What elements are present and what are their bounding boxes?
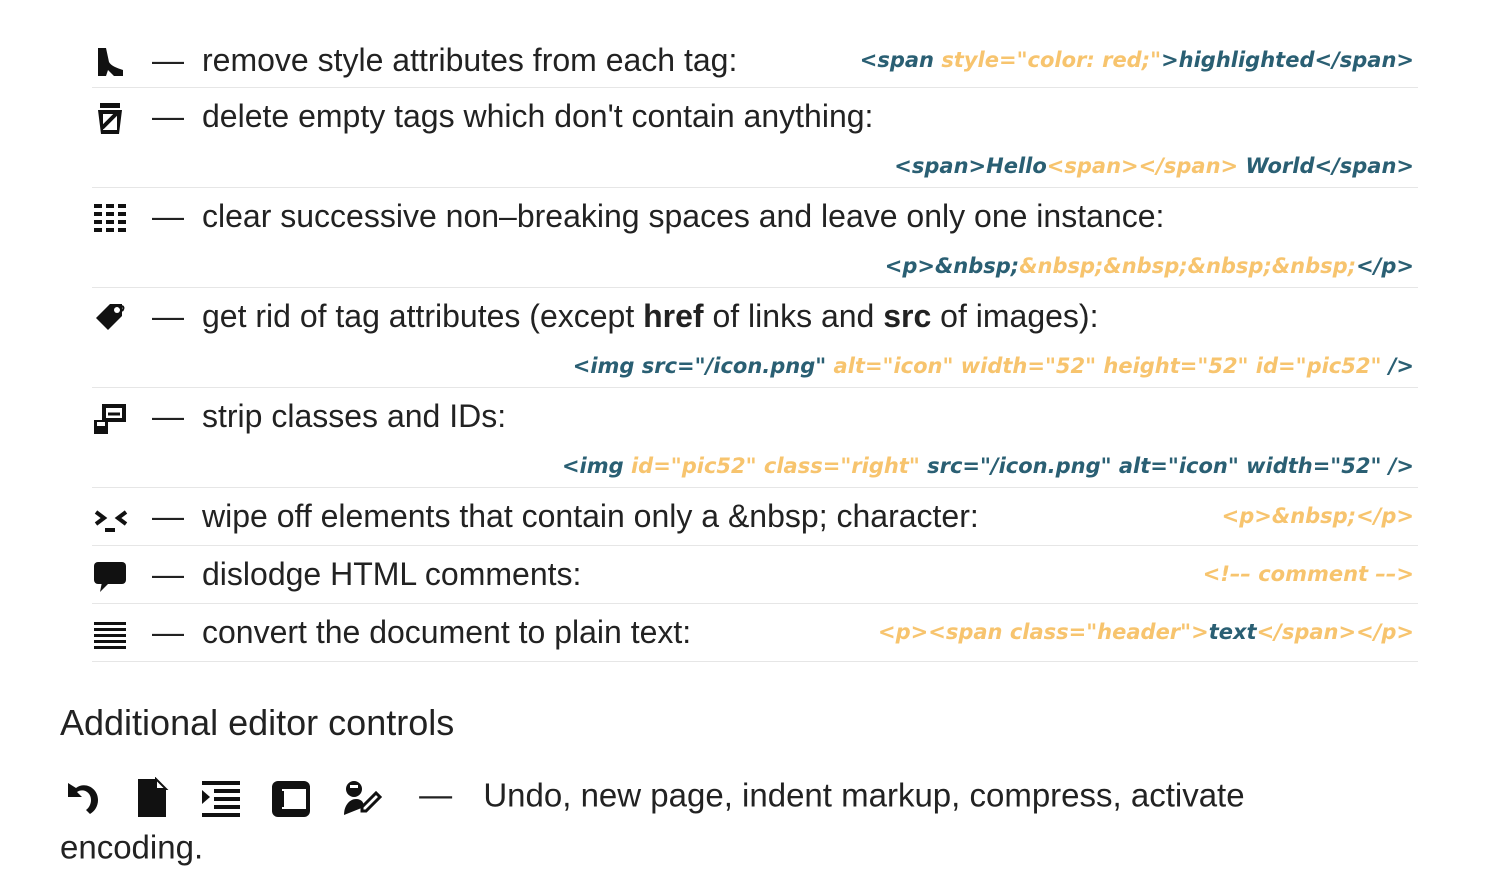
code-example: <span style="color: red;">highlighted</s…	[860, 32, 1414, 88]
controls-description: Undo, new page, indent markup, compress,…	[60, 776, 1245, 866]
description-keyword: src	[883, 298, 932, 334]
code-example: <img src="/icon.png" alt="icon" width="5…	[573, 352, 1414, 380]
row-dash: —	[152, 42, 184, 78]
cleaner-description: convert the document to plain text:	[202, 604, 691, 660]
code-kept-part: />	[1381, 354, 1414, 378]
indent-icon[interactable]	[200, 777, 242, 819]
description-text: of links and	[703, 298, 884, 334]
code-example: <img id="pic52" class="right" src="/icon…	[562, 452, 1414, 480]
code-example: <p>&nbsp;&nbsp;&nbsp;&nbsp;&nbsp;</p>	[885, 252, 1414, 280]
code-kept-part: text	[1208, 620, 1257, 644]
description-text: strip classes and IDs:	[202, 398, 507, 434]
cleaner-row[interactable]: — wipe off elements that contain only a &…	[92, 488, 1418, 546]
new-page-icon[interactable]	[130, 776, 172, 819]
code-kept-part: </p>	[1356, 254, 1414, 278]
code-removed-part: <!–– comment ––>	[1202, 562, 1414, 586]
row-dash: —	[152, 198, 184, 234]
code-removed-part: <p><span class="header">	[878, 620, 1209, 644]
description-text: get rid of tag attributes (except	[202, 298, 644, 334]
cleaner-description: get rid of tag attributes (except href o…	[202, 288, 1098, 344]
code-example: <span>Hello<span></span> World</span>	[894, 152, 1414, 180]
cleaner-row[interactable]: — get rid of tag attributes (except href …	[92, 288, 1418, 388]
code-removed-part: id="pic52" class="right"	[630, 454, 920, 478]
description-text: wipe off elements that contain only a &n…	[202, 498, 979, 534]
speech-bubble-icon[interactable]	[92, 558, 128, 594]
eraser-icon[interactable]	[92, 400, 128, 436]
code-removed-part: style="color: red;"	[941, 48, 1162, 72]
description-text: dislodge HTML comments:	[202, 556, 582, 592]
code-removed-part: <span></span>	[1046, 154, 1239, 178]
tag-icon[interactable]	[92, 300, 128, 336]
cleaner-row[interactable]: — clear successive non–breaking spaces an…	[92, 188, 1418, 288]
cleaner-row[interactable]: — convert the document to plain text: <p><…	[92, 604, 1418, 662]
cleaner-description: wipe off elements that contain only a &n…	[202, 488, 979, 544]
row-dash: —	[152, 498, 184, 534]
description-keyword: href	[643, 298, 704, 334]
code-kept-part: <img src="/icon.png"	[572, 354, 834, 378]
shoe-icon[interactable]	[92, 44, 128, 80]
cleaner-list: — remove style attributes from each tag: <…	[92, 32, 1418, 662]
row-dash: —	[152, 556, 184, 592]
code-removed-part: </span></p>	[1256, 620, 1414, 644]
code-removed-part: alt="icon" width="52" height="52" id="pi…	[833, 354, 1382, 378]
cleaner-row[interactable]: — strip classes and IDs: <img id="pic52" c…	[92, 388, 1418, 488]
description-text: convert the document to plain text:	[202, 614, 692, 650]
row-dash: —	[152, 614, 184, 650]
description-text: remove style attributes from each tag:	[202, 42, 738, 78]
code-example: <!–– comment ––>	[1203, 546, 1414, 602]
cleaner-description: clear successive non–breaking spaces and…	[202, 188, 1164, 244]
code-kept-part: <img	[561, 454, 631, 478]
code-kept-part: src="/icon.png" alt="icon" width="52" />	[919, 454, 1414, 478]
controls-dash: —	[419, 776, 453, 814]
row-dash: —	[152, 298, 184, 334]
cleaner-description: remove style attributes from each tag:	[202, 32, 737, 88]
encode-icon[interactable]	[340, 777, 382, 819]
code-kept-part: >highlighted</span>	[1161, 48, 1414, 72]
code-example: <p>&nbsp;</p>	[1222, 488, 1414, 544]
code-kept-part: World</span>	[1238, 154, 1414, 178]
additional-controls: — Undo, new page, indent markup, compres…	[60, 768, 1320, 873]
undo-icon[interactable]	[60, 777, 102, 819]
section-title: Additional editor controls	[60, 702, 455, 743]
control-icons	[60, 770, 410, 820]
align-lines-icon[interactable]	[92, 616, 128, 652]
nbsp-face-icon[interactable]	[92, 500, 128, 536]
code-kept-part: <p>&nbsp;	[884, 254, 1020, 278]
code-removed-part: <p>&nbsp;</p>	[1221, 504, 1414, 528]
code-removed-part: &nbsp;&nbsp;&nbsp;&nbsp;	[1019, 254, 1357, 278]
cleaner-row[interactable]: — dislodge HTML comments: <!–– comment ––>	[92, 546, 1418, 604]
code-example: <p><span class="header">text</span></p>	[878, 604, 1414, 660]
code-kept-part: <span	[859, 48, 942, 72]
row-dash: —	[152, 398, 184, 434]
row-dash: —	[152, 98, 184, 134]
dotted-lines-icon[interactable]	[92, 200, 128, 236]
empty-bin-icon[interactable]	[92, 100, 128, 136]
description-text: of images):	[931, 298, 1099, 334]
description-text: delete empty tags which don't contain an…	[202, 98, 874, 134]
cleaner-description: delete empty tags which don't contain an…	[202, 88, 873, 144]
description-text: clear successive non–breaking spaces and…	[202, 198, 1165, 234]
cleaner-row[interactable]: — remove style attributes from each tag: <…	[92, 32, 1418, 88]
cleaner-description: dislodge HTML comments:	[202, 546, 581, 602]
code-kept-part: <span>Hello	[894, 154, 1047, 178]
cleaner-row[interactable]: — delete empty tags which don't contain a…	[92, 88, 1418, 188]
cleaner-description: strip classes and IDs:	[202, 388, 506, 444]
compress-icon[interactable]	[270, 777, 312, 819]
